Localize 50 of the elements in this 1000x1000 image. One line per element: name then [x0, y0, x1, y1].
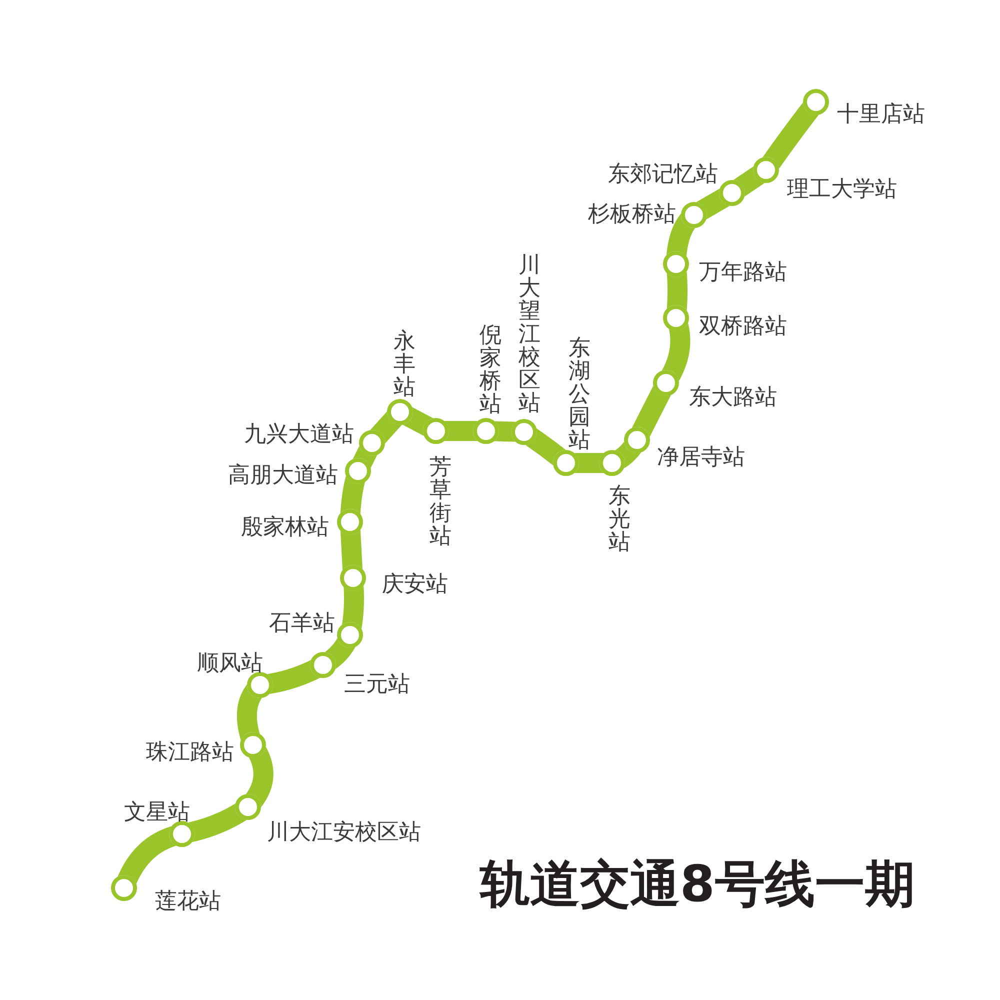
station-name: 东光站 [608, 485, 631, 554]
station-name: 莲花站 [155, 890, 221, 913]
station-name: 高朋大道站 [228, 464, 338, 487]
line-segment [342, 586, 364, 629]
line-segment [402, 407, 434, 436]
station-name: 永丰站 [393, 330, 416, 399]
line-segment [733, 166, 765, 197]
line-segment [267, 660, 320, 694]
station-name: 东郊记忆站 [608, 163, 718, 186]
line-segment [444, 421, 478, 441]
station-name: 庆安站 [382, 573, 448, 596]
line-segment [236, 684, 262, 740]
station-name: 川大望江校区站 [518, 254, 541, 415]
line-segment [494, 421, 516, 442]
station-name: 珠江路站 [146, 741, 234, 764]
station-name: 双桥路站 [699, 315, 787, 338]
line-segment [762, 102, 819, 169]
station-name: 殷家林站 [241, 516, 329, 539]
station-name: 三元站 [344, 673, 410, 696]
title: 轨道交通8号线一期 [480, 857, 915, 911]
line-segment [666, 214, 696, 256]
line-segment [188, 803, 247, 842]
station-name: 川大江安校区站 [267, 821, 421, 844]
line-segment [324, 638, 356, 670]
station-name: 倪家桥站 [479, 324, 502, 416]
line-segment [525, 428, 566, 466]
station-name: 九兴大道站 [244, 423, 354, 446]
station-name: 石羊站 [269, 612, 335, 635]
station-name: 理工大学站 [787, 178, 897, 201]
station-name: 东湖公园站 [568, 337, 591, 452]
station-name: 净居寺站 [657, 446, 745, 469]
line-segment [666, 271, 688, 311]
line-segment [340, 476, 366, 514]
line-segment [662, 322, 690, 382]
station-name: 东大路站 [689, 386, 777, 409]
line-segment [370, 411, 402, 444]
line-segment [352, 446, 378, 468]
station-name: 文星站 [124, 801, 190, 824]
line-segment [246, 746, 274, 808]
station-name: 杉板桥站 [588, 203, 676, 226]
line-segment [696, 188, 730, 220]
station-name: 万年路站 [699, 261, 787, 284]
station-name: 十里店站 [837, 103, 925, 126]
line-segment [118, 826, 176, 884]
line-segment [615, 442, 642, 468]
station-name: 芳草街站 [429, 456, 452, 548]
line-segment [632, 386, 672, 438]
station-name: 顺风站 [197, 652, 263, 675]
line-segment [574, 453, 604, 473]
line-segment [340, 530, 363, 570]
